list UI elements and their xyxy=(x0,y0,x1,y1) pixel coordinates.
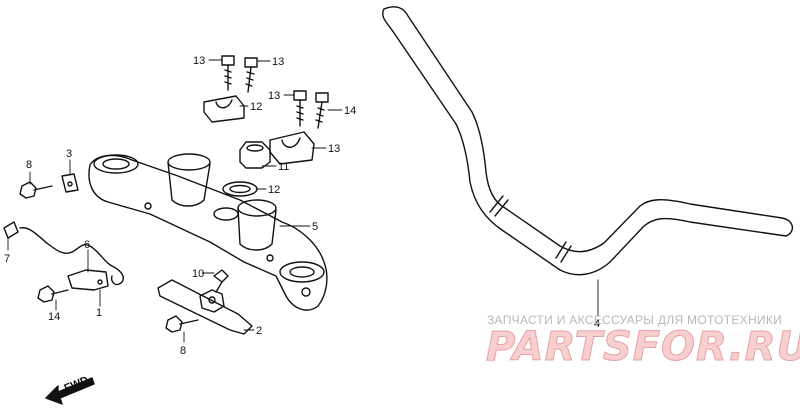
bolt-14 xyxy=(37,285,69,303)
callout-8-lower: 8 xyxy=(180,345,186,357)
callout-12b: 13 xyxy=(328,143,340,155)
upper-holder-left xyxy=(203,95,245,123)
fwd-arrow xyxy=(45,377,95,405)
callout-3: 3 xyxy=(66,148,72,160)
clamp-6 xyxy=(67,269,109,291)
callout-6: 6 xyxy=(84,239,90,251)
bolt-8-upper xyxy=(19,181,53,199)
wire-harness xyxy=(3,221,124,286)
grip-band-right xyxy=(555,241,567,259)
watermark-logo: PARTSFOR.RU xyxy=(486,324,800,371)
handlebar xyxy=(382,6,793,276)
bolt-13c xyxy=(293,90,307,127)
bolt-13d xyxy=(315,92,329,129)
callout-11: 12 xyxy=(268,184,280,196)
callout-12a: 12 xyxy=(250,101,262,113)
callout-2: 2 xyxy=(256,325,262,337)
callout-10: 11 xyxy=(278,161,289,173)
top-bridge xyxy=(88,153,328,311)
clip-3 xyxy=(61,173,79,193)
callout-13b: 13 xyxy=(272,56,284,68)
callout-13a: 13 xyxy=(193,55,205,67)
callout-13d: 14 xyxy=(344,105,356,117)
callout-1: 1 xyxy=(96,307,102,319)
upper-holder-right xyxy=(269,131,315,165)
callout-5: 5 xyxy=(312,221,318,233)
washer xyxy=(222,181,258,197)
callout-14: 14 xyxy=(48,311,60,323)
callout-9: 10 xyxy=(192,268,204,280)
callout-4: 4 xyxy=(594,318,600,330)
connector-7 xyxy=(3,221,19,239)
callout-7: 7 xyxy=(4,253,10,265)
switch-bracket xyxy=(157,269,253,335)
callout-8-upper: 8 xyxy=(26,159,32,171)
stem-nut xyxy=(239,141,271,169)
bolt-13b xyxy=(244,57,258,93)
leader-lines xyxy=(7,59,599,343)
switch-9 xyxy=(213,269,229,283)
callout-13c: 13 xyxy=(268,90,280,102)
bolt-13a xyxy=(221,55,235,91)
bolt-8-lower xyxy=(165,315,199,333)
grip-band-left xyxy=(489,195,504,213)
watermark-caption: ЗАПЧАСТИ И АКСЕССУАРЫ ДЛЯ МОТОТЕХНИКИ xyxy=(487,313,783,327)
